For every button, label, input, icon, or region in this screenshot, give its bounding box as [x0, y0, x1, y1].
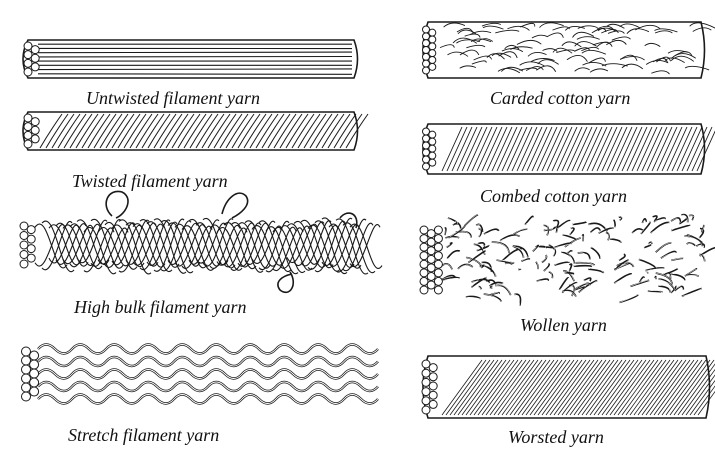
caption-worsted-yarn: Worsted yarn [508, 428, 604, 446]
